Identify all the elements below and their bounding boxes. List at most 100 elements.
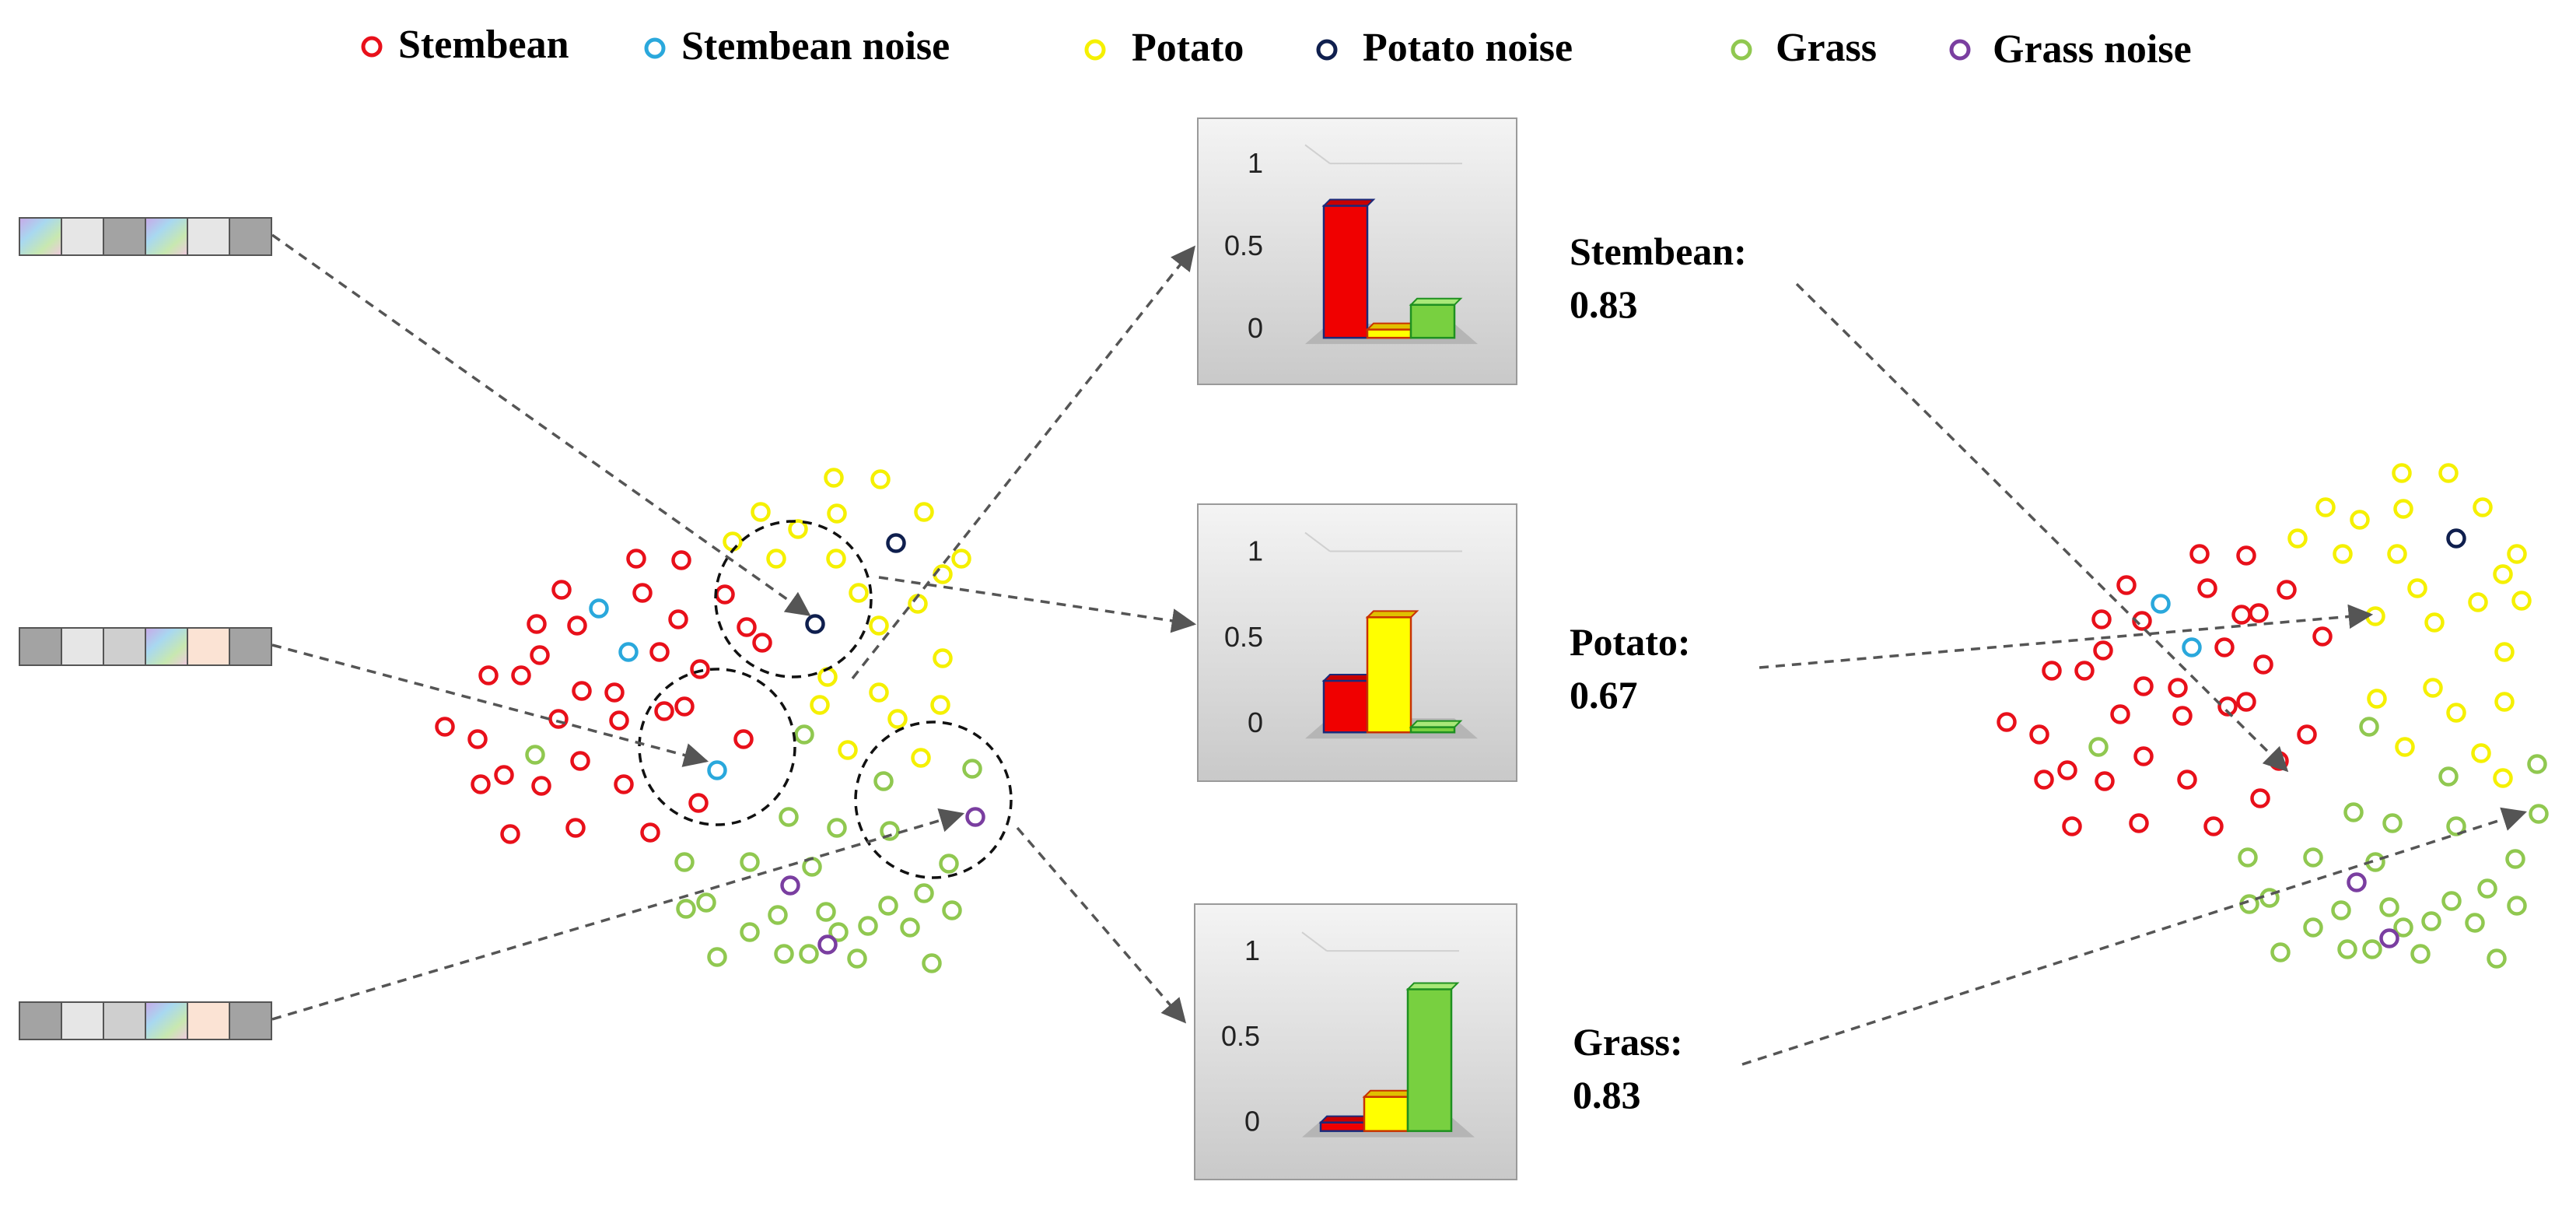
grass-point <box>922 953 942 973</box>
grass-point <box>2477 878 2497 899</box>
stembean-point <box>2116 575 2137 595</box>
feature-cell <box>61 217 104 256</box>
potato-point <box>2395 737 2415 757</box>
stembean-point <box>570 751 590 771</box>
grass-point <box>2303 917 2323 938</box>
y-tick-label: 0.5 <box>1224 230 1263 261</box>
chart-grass: 00.51 <box>1194 903 1517 1180</box>
potato-point <box>930 695 950 715</box>
y-tick-label: 0 <box>1244 1106 1260 1138</box>
feature-cell <box>19 627 62 666</box>
grass-point <box>768 905 788 925</box>
stembean-noise-point <box>2151 594 2171 614</box>
bar-grass <box>1409 720 1463 734</box>
stembean-point <box>2250 788 2270 808</box>
stembean-marker-icon <box>361 36 383 58</box>
potato-point <box>2287 528 2308 549</box>
grass-point <box>2088 737 2109 757</box>
grass-point <box>2303 847 2323 868</box>
stembean-noise-point <box>618 642 639 662</box>
y-tick-label: 0.5 <box>1221 1020 1260 1052</box>
stembean-point <box>2132 611 2152 631</box>
stembean-point <box>2133 676 2154 696</box>
arrow-to-chart-potato <box>878 576 1197 633</box>
potato-point <box>933 648 953 668</box>
potato-noise-point <box>805 614 825 634</box>
result-value-stembean: 0.83 <box>1570 282 1638 326</box>
potato-point <box>2392 463 2412 483</box>
bar-potato <box>1365 322 1419 339</box>
arrows <box>271 233 2527 1066</box>
grass-noise-point <box>2379 928 2399 948</box>
grass-noise-point <box>965 807 985 827</box>
y-tick-label: 0.5 <box>1224 621 1263 653</box>
feature-cell <box>19 1001 62 1040</box>
bar-stembean <box>1318 1115 1373 1132</box>
potato-point <box>911 748 931 768</box>
feature-vectors <box>19 217 272 1040</box>
potato-point <box>2333 544 2353 564</box>
grass-point <box>696 892 716 913</box>
feature-vector <box>19 1001 272 1040</box>
potato-noise-point <box>2446 528 2466 549</box>
stembean-point <box>649 642 670 662</box>
grass-point <box>2441 891 2462 911</box>
neighborhood-circle-grass <box>854 720 1013 879</box>
gridline <box>1301 931 1328 952</box>
stembean-point <box>527 614 547 634</box>
result-label-grass: Grass: <box>1573 1020 1683 1064</box>
grass-point <box>794 724 814 745</box>
result-label-potato: Potato: <box>1570 620 1691 664</box>
stembean-point <box>2214 637 2235 657</box>
feature-vector <box>19 627 272 666</box>
arrow-vector3-to-grass-noise <box>271 808 965 1021</box>
stembean-point <box>567 615 587 636</box>
result-labels: Stembean: 0.83 Potato: 0.67 Grass: 0.83 <box>1570 230 1747 1117</box>
feature-cell <box>145 217 188 256</box>
grass-point <box>2505 849 2525 869</box>
stembean-point <box>2168 678 2188 698</box>
stembean-point <box>467 729 488 749</box>
gridline <box>1304 144 1331 164</box>
legend-item-grass: Grass <box>1731 26 1877 70</box>
potato-point <box>2367 689 2387 709</box>
potato-point <box>723 531 743 552</box>
legend-item-stembean-noise: Stembean noise <box>644 24 950 68</box>
potato-noise-point <box>886 533 906 553</box>
scatter-cluster-after <box>1997 463 2549 969</box>
potato-point <box>838 740 858 760</box>
grass-point <box>900 917 920 938</box>
grass-point <box>774 944 794 964</box>
grass-point <box>525 745 545 765</box>
grass-point <box>2331 900 2351 920</box>
potato-point <box>766 549 786 569</box>
feature-cell <box>19 217 62 256</box>
legend-label: Potato noise <box>1363 26 1573 70</box>
potato-point <box>2350 510 2370 530</box>
potato-marker-icon <box>1084 39 1106 61</box>
grass-point <box>873 771 894 791</box>
stembean-point <box>2197 578 2217 598</box>
feature-cell <box>229 1001 272 1040</box>
grass-point <box>2438 766 2459 787</box>
legend-item-grass-noise: Grass noise <box>1949 27 2192 72</box>
potato-point <box>2511 591 2532 611</box>
grass-point <box>740 922 760 942</box>
potato-point <box>2424 612 2445 633</box>
stembean-noise-marker-icon <box>644 37 666 59</box>
grass-point <box>914 883 934 903</box>
grass-point <box>2529 804 2549 824</box>
bar-potato <box>1362 1089 1416 1132</box>
stembean-point <box>2093 640 2113 661</box>
potato-point <box>788 519 808 539</box>
feature-cell <box>229 627 272 666</box>
feature-cell <box>103 1001 146 1040</box>
grass-point <box>2337 939 2357 959</box>
stembean-point <box>494 765 514 785</box>
potato-point <box>933 564 953 584</box>
potato-point <box>2493 768 2513 788</box>
stembean-point <box>2177 770 2197 790</box>
grass-point <box>2362 939 2382 959</box>
grass-point <box>880 821 900 841</box>
